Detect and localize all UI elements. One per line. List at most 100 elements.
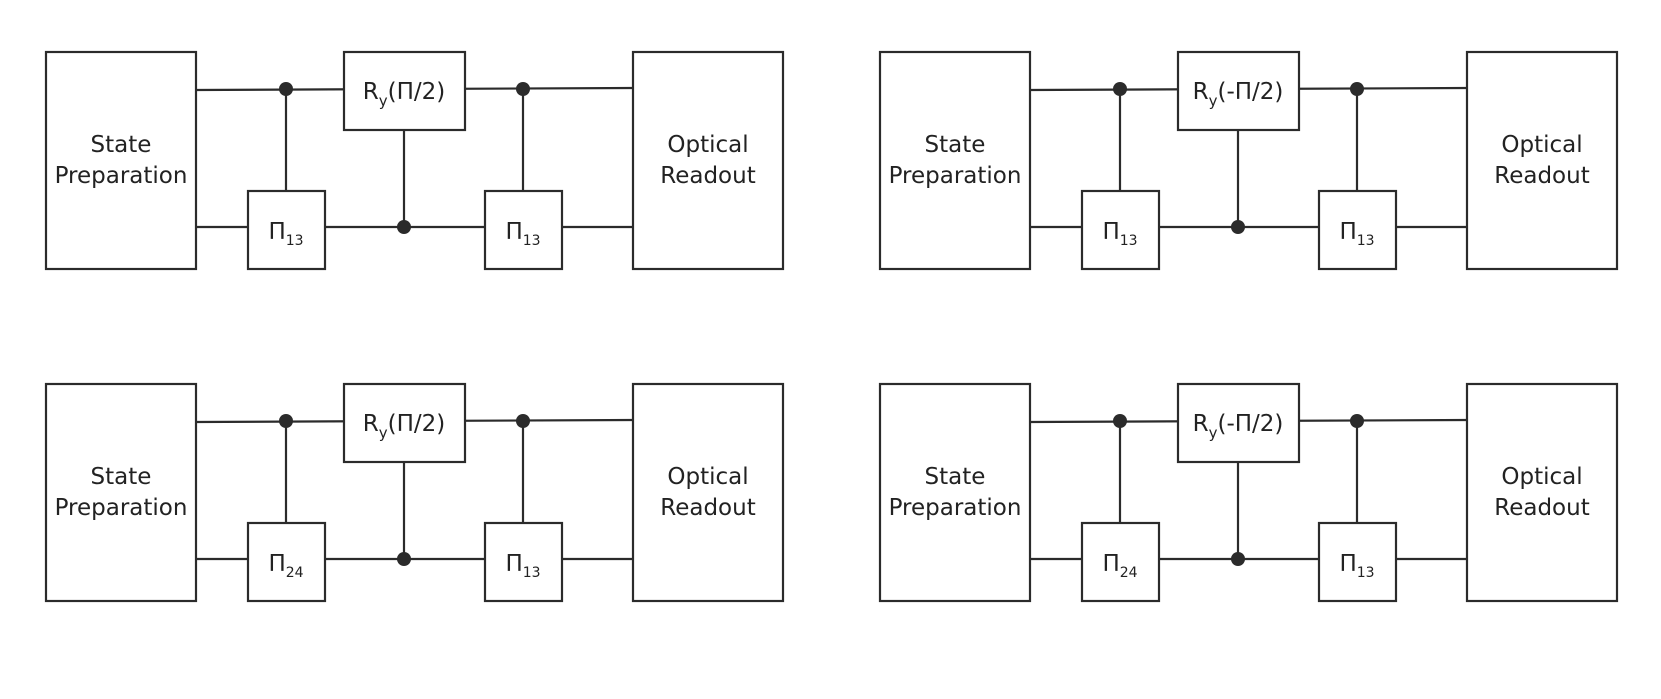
- control-dot: [279, 414, 293, 428]
- optical-readout-line: Optical: [667, 464, 748, 490]
- projector-gate-box: [246, 521, 327, 603]
- rotation-gate-label: Ry(Π/2): [363, 79, 446, 110]
- projector-gate-label: Π24: [268, 551, 303, 581]
- rotation-gate-box: [342, 382, 467, 464]
- projector-gate-box: [483, 189, 564, 271]
- projector-symbol: Π: [268, 551, 285, 577]
- control-dot: [1113, 82, 1127, 96]
- projector-gate-label: Π13: [505, 551, 540, 581]
- state-preparation-box: [44, 50, 198, 271]
- control-dot: [397, 552, 411, 566]
- optical-readout-box: [631, 50, 785, 271]
- projector-symbol: Π: [1339, 219, 1356, 245]
- control-dot: [1113, 414, 1127, 428]
- optical-readout-box: [1465, 50, 1619, 271]
- projector-gate-box: [1080, 189, 1161, 271]
- state-preparation-line: Preparation: [55, 163, 188, 189]
- optical-readout-line: Optical: [667, 132, 748, 158]
- projector-gate-box: [1080, 521, 1161, 603]
- control-dot: [516, 414, 530, 428]
- control-dot: [1231, 220, 1245, 234]
- state-preparation-line: State: [91, 132, 152, 158]
- rotation-subscript: y: [379, 424, 388, 442]
- projector-gate-box: [1317, 521, 1398, 603]
- rotation-symbol: R: [363, 411, 379, 437]
- rotation-argument: (Π/2): [388, 79, 446, 105]
- optical-readout-line: Optical: [1501, 464, 1582, 490]
- rotation-gate-label: Ry(-Π/2): [1193, 411, 1284, 442]
- rotation-argument: (-Π/2): [1217, 79, 1283, 105]
- state-preparation-line: Preparation: [55, 495, 188, 521]
- control-dot: [516, 82, 530, 96]
- projector-symbol: Π: [505, 551, 522, 577]
- state-preparation-line: Preparation: [889, 495, 1022, 521]
- rotation-symbol: R: [1193, 411, 1209, 437]
- projector-subscript: 13: [286, 233, 304, 249]
- rotation-subscript: y: [379, 92, 388, 110]
- projector-subscript: 13: [523, 565, 541, 581]
- control-dot: [279, 82, 293, 96]
- rotation-gate-label: Ry(-Π/2): [1193, 79, 1284, 110]
- state-preparation-box: [878, 50, 1032, 271]
- optical-readout-line: Readout: [1494, 495, 1589, 521]
- projector-gate-label: Π13: [268, 219, 303, 249]
- projector-gate-box: [1317, 189, 1398, 271]
- projector-subscript: 24: [1120, 565, 1138, 581]
- optical-readout-box: [1465, 382, 1619, 603]
- projector-gate-box: [483, 521, 564, 603]
- rotation-symbol: R: [1193, 79, 1209, 105]
- projector-symbol: Π: [1339, 551, 1356, 577]
- rotation-argument: (-Π/2): [1217, 411, 1283, 437]
- projector-subscript: 13: [523, 233, 541, 249]
- projector-gate-label: Π13: [1339, 219, 1374, 249]
- optical-readout-box: [631, 382, 785, 603]
- state-preparation-box: [44, 382, 198, 603]
- projector-subscript: 13: [1357, 233, 1375, 249]
- projector-subscript: 13: [1357, 565, 1375, 581]
- control-dot: [1231, 552, 1245, 566]
- projector-gate-box: [246, 189, 327, 271]
- state-preparation-line: Preparation: [889, 163, 1022, 189]
- rotation-gate-label: Ry(Π/2): [363, 411, 446, 442]
- state-preparation-box: [878, 382, 1032, 603]
- control-dot: [1350, 414, 1364, 428]
- control-dot: [1350, 82, 1364, 96]
- projector-gate-label: Π13: [1339, 551, 1374, 581]
- projector-symbol: Π: [1102, 551, 1119, 577]
- rotation-subscript: y: [1209, 92, 1218, 110]
- rotation-subscript: y: [1209, 424, 1218, 442]
- projector-gate-label: Π24: [1102, 551, 1137, 581]
- control-dot: [397, 220, 411, 234]
- rotation-gate-box: [342, 50, 467, 132]
- rotation-argument: (Π/2): [388, 411, 446, 437]
- projector-symbol: Π: [268, 219, 285, 245]
- state-preparation-line: State: [925, 464, 986, 490]
- state-preparation-line: State: [91, 464, 152, 490]
- rotation-gate-box: [1176, 382, 1301, 464]
- optical-readout-line: Readout: [1494, 163, 1589, 189]
- projector-gate-label: Π13: [1102, 219, 1137, 249]
- optical-readout-line: Optical: [1501, 132, 1582, 158]
- optical-readout-line: Readout: [660, 495, 755, 521]
- state-preparation-line: State: [925, 132, 986, 158]
- projector-symbol: Π: [1102, 219, 1119, 245]
- optical-readout-line: Readout: [660, 163, 755, 189]
- rotation-gate-box: [1176, 50, 1301, 132]
- projector-subscript: 24: [286, 565, 304, 581]
- projector-subscript: 13: [1120, 233, 1138, 249]
- projector-gate-label: Π13: [505, 219, 540, 249]
- projector-symbol: Π: [505, 219, 522, 245]
